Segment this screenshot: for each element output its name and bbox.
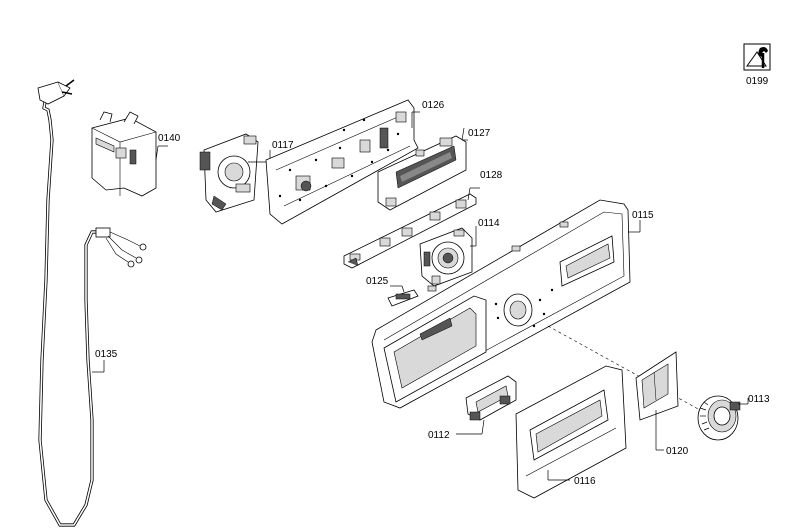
part-label-0135: 0135 bbox=[95, 349, 118, 360]
part-label-0127: 0127 bbox=[468, 128, 491, 139]
part-label-0112: 0112 bbox=[428, 430, 450, 441]
leader-0116: 0116 bbox=[547, 470, 596, 487]
panel-insert[interactable] bbox=[635, 351, 679, 421]
drawer-handle[interactable] bbox=[465, 375, 517, 421]
mains-filter[interactable] bbox=[91, 111, 157, 197]
part-label-0199: 0199 bbox=[746, 76, 769, 87]
led-holder[interactable] bbox=[387, 289, 419, 307]
leader-0120: 0120 bbox=[655, 410, 689, 457]
leader-0127: 0127 bbox=[461, 127, 491, 141]
key-strip[interactable] bbox=[343, 193, 477, 269]
drawer-front[interactable] bbox=[515, 365, 627, 499]
part-label-0116: 0116 bbox=[574, 476, 596, 487]
fascia-panel[interactable] bbox=[371, 199, 631, 409]
display-module[interactable] bbox=[377, 135, 467, 211]
leader-0114: 0114 bbox=[470, 218, 500, 247]
part-label-0115: 0115 bbox=[632, 210, 654, 221]
part-label-0120: 0120 bbox=[666, 446, 689, 457]
part-label-0114: 0114 bbox=[478, 218, 500, 229]
power-cord[interactable] bbox=[37, 79, 147, 527]
part-label-0113: 0113 bbox=[748, 394, 770, 405]
leader-0135: 0135 bbox=[92, 349, 118, 373]
part-label-0140: 0140 bbox=[158, 133, 181, 144]
part-label-0117: 0117 bbox=[272, 140, 294, 151]
part-label-0125: 0125 bbox=[366, 276, 389, 287]
leader-0125: 0125 bbox=[366, 276, 405, 293]
leader-0126: 0126 bbox=[411, 100, 445, 128]
control-board[interactable] bbox=[265, 99, 419, 225]
selector-holder[interactable] bbox=[199, 133, 259, 213]
leader-0113: 0113 bbox=[738, 394, 770, 405]
service-manual-icon[interactable]: 0199 bbox=[743, 43, 771, 87]
leader-0140: 0140 bbox=[155, 133, 181, 161]
part-label-0126: 0126 bbox=[422, 100, 445, 111]
leader-0115: 0115 bbox=[628, 210, 654, 233]
selector-knob[interactable] bbox=[697, 395, 741, 441]
leader-0112: 0112 bbox=[428, 419, 485, 441]
part-label-0128: 0128 bbox=[480, 170, 503, 181]
leader-0128: 0128 bbox=[467, 170, 503, 201]
knob-bracket[interactable] bbox=[419, 227, 473, 287]
